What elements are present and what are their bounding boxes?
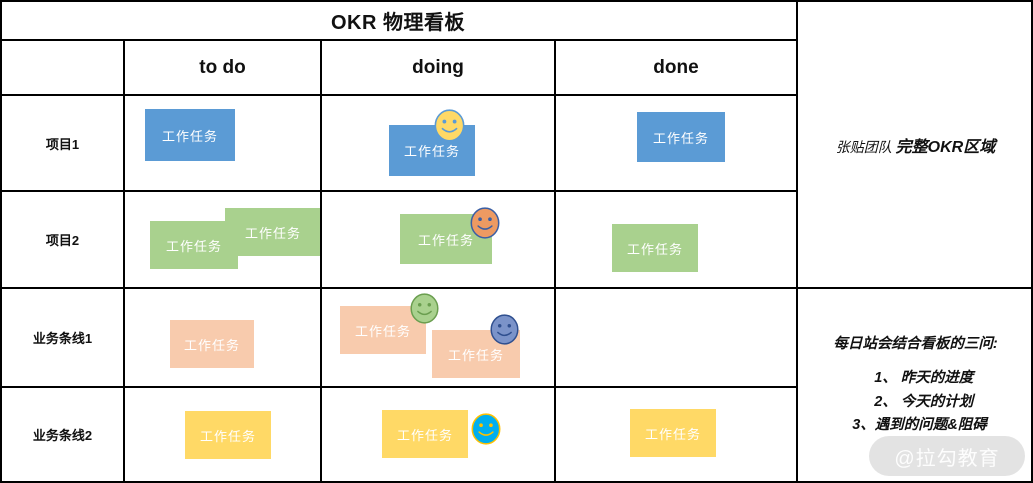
side-panel-okr-prefix: 张贴团队 (835, 138, 896, 155)
column-header-doing: doing (412, 56, 464, 78)
grid-line-row1-row2 (0, 190, 796, 192)
grid-line-col-labels (123, 39, 125, 481)
grid-line-top (0, 0, 1033, 2)
task-card[interactable]: 工作任务 (432, 330, 520, 378)
standup-title: 每日站会结合看板的三问: (833, 336, 998, 353)
task-card-label: 工作任务 (417, 232, 474, 248)
smiley-face-icon (489, 314, 520, 345)
task-card[interactable]: 工作任务 (612, 224, 698, 272)
grid-line-left-edge (0, 0, 2, 483)
task-card-label: 工作任务 (644, 426, 701, 442)
grid-line-row2-row3 (0, 287, 1033, 289)
task-card[interactable]: 工作任务 (170, 320, 254, 368)
task-card-label: 工作任务 (626, 241, 683, 257)
grid-line-bottom (0, 481, 1033, 483)
task-card-label: 工作任务 (165, 238, 222, 254)
grid-line-under-headers (0, 94, 796, 96)
column-header-done: done (653, 56, 699, 78)
grid-line-row3-row4 (0, 386, 796, 388)
task-card-label: 工作任务 (354, 323, 411, 339)
task-card[interactable]: 工作任务 (145, 109, 235, 161)
grid-line-right-edge (1031, 0, 1033, 483)
page-title: OKR 物理看板 (331, 11, 465, 34)
task-card-label: 工作任务 (161, 128, 218, 144)
grid-line-col-doing (554, 39, 556, 481)
task-card-label: 工作任务 (396, 427, 453, 443)
task-card[interactable]: 工作任务 (637, 112, 725, 162)
standup-question-list: 1、 昨天的进度 2、 今天的计划 3、遇到的问题&阻碍 (844, 367, 987, 437)
standup-item-3: 3、遇到的问题&阻碍 (852, 417, 987, 434)
task-card-label: 工作任务 (403, 144, 460, 159)
task-card[interactable]: 工作任务 (225, 208, 321, 256)
row-label-business-2: 业务条线2 (32, 428, 93, 443)
standup-item-1: 1、 昨天的进度 (874, 370, 974, 387)
row-label-project-2: 项目2 (45, 233, 80, 248)
smiley-face-icon (409, 293, 440, 324)
smiley-face-icon (470, 413, 502, 445)
task-card[interactable]: 工作任务 (185, 411, 271, 459)
task-card-label: 工作任务 (652, 130, 709, 146)
task-card-label: 工作任务 (447, 347, 504, 363)
row-label-project-1: 项目1 (45, 136, 80, 152)
standup-item-2: 2、 今天的计划 (874, 393, 974, 410)
row-label-business-1: 业务条线1 (32, 331, 93, 346)
task-card-label: 工作任务 (183, 337, 240, 353)
side-panel-okr-strong: 完整OKR区域 (895, 138, 996, 156)
side-panel-okr-text: 张贴团队 完整OKR区域 (836, 133, 995, 157)
smiley-face-icon (469, 207, 501, 239)
task-card-label: 工作任务 (199, 428, 256, 444)
column-header-to-do: to do (199, 56, 246, 78)
watermark: @拉勾教育 (869, 436, 1025, 476)
task-card[interactable]: 工作任务 (150, 221, 238, 269)
grid-line-col-done (796, 0, 798, 483)
task-card-label: 工作任务 (244, 225, 301, 241)
grid-line-under-title (0, 39, 796, 41)
grid-line-col-todo (320, 39, 322, 481)
side-panel-okr-area: 张贴团队 完整OKR区域 (800, 2, 1031, 287)
task-card[interactable]: 工作任务 (630, 409, 716, 457)
task-card[interactable]: 工作任务 (382, 410, 468, 458)
side-panel-standup: 每日站会结合看板的三问: 1、 昨天的进度 2、 今天的计划 3、遇到的问题&阻… (800, 289, 1031, 481)
smiley-face-icon (433, 109, 466, 142)
